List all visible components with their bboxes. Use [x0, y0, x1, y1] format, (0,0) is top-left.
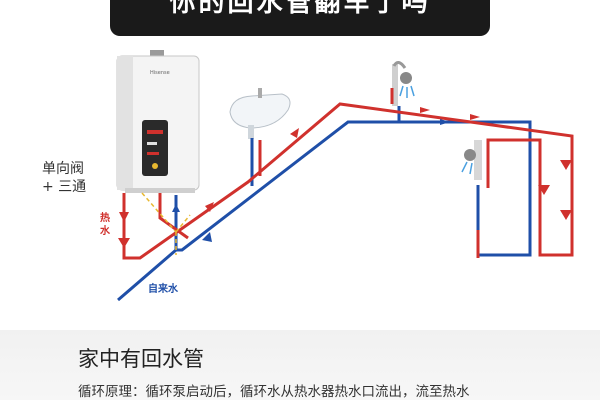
- panel-description: 循环原理：循环泵启动后，循环水从热水器热水口流出，流至热水: [78, 384, 470, 400]
- cold-water-label: 自来水: [148, 284, 178, 295]
- shower-head-icon: [392, 61, 415, 106]
- title-banner: 你的回水管翻车了吗: [110, 0, 490, 36]
- check-valve-label: 单向阀 + 三通: [42, 160, 86, 196]
- check-valve-label-line2: + 三通: [42, 179, 87, 195]
- banner-title: 你的回水管翻车了吗: [169, 0, 431, 18]
- flow-arrow-icon: [118, 107, 572, 248]
- hot-water-label-char2: 水: [100, 226, 110, 237]
- check-valve-label-line1: 单向阀: [42, 161, 84, 177]
- panel-title: 家中有回水管: [78, 347, 204, 371]
- check-valve-tee: [141, 192, 191, 255]
- hot-water-label-char1: 热: [100, 213, 110, 224]
- flow-arrow-icon-cold: [172, 119, 450, 242]
- info-panel: [0, 330, 600, 400]
- hot-water-label: 热 水: [100, 212, 110, 238]
- water-heater: Hisense: [116, 50, 200, 193]
- hot-water-pipe: [122, 88, 574, 260]
- heater-brand: Hisense: [150, 70, 170, 76]
- plumbing-diagram: Hisense: [116, 50, 574, 302]
- wall-shower-icon: [461, 140, 482, 180]
- sink-icon: [229, 88, 291, 139]
